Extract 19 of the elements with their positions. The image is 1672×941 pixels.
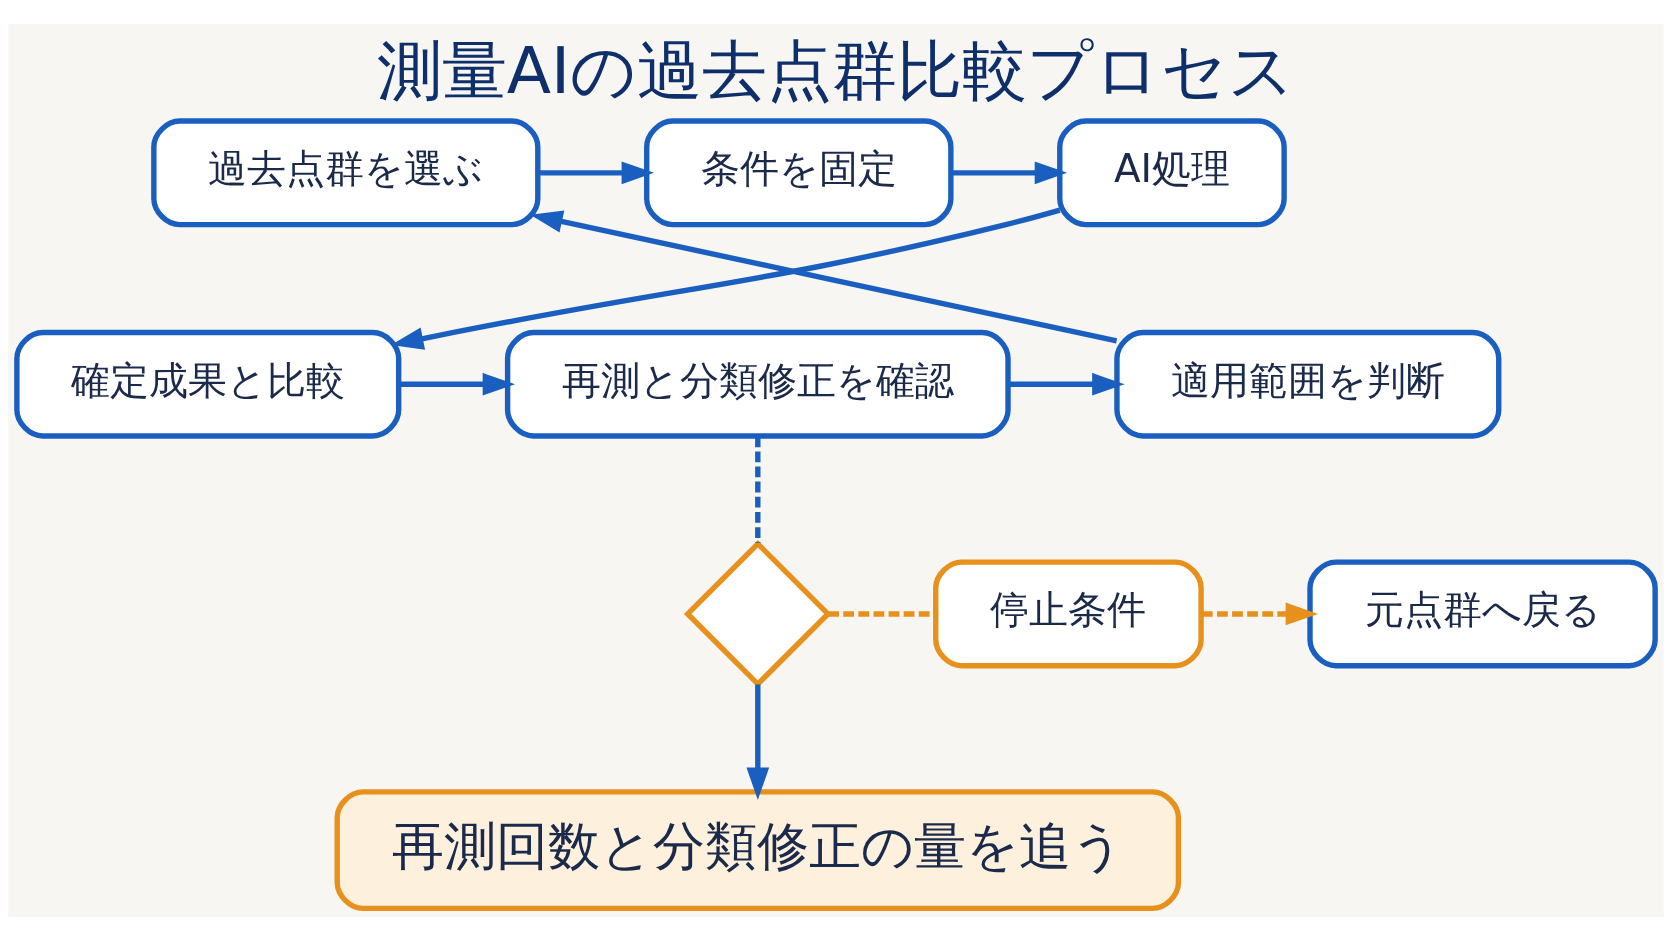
node-box: 再測と分類修正を確認 bbox=[504, 329, 1011, 439]
node-box: 適用範囲を判断 bbox=[1114, 329, 1502, 439]
node-box: 停止条件 bbox=[933, 559, 1204, 669]
arrow bbox=[530, 210, 1118, 344]
node-box: 再測回数と分類修正の量を追う bbox=[334, 789, 1182, 912]
node-box: AI処理 bbox=[1057, 118, 1287, 228]
arrow bbox=[399, 372, 516, 396]
connector bbox=[828, 611, 936, 617]
arrow bbox=[537, 161, 654, 185]
arrow bbox=[1201, 602, 1319, 626]
node-box: 条件を固定 bbox=[644, 118, 954, 228]
diagram-title: 測量AIの過去点群比較プロセス bbox=[376, 33, 1296, 109]
arrow bbox=[951, 161, 1068, 185]
node-box: 確定成果と比較 bbox=[14, 329, 402, 439]
node-box: 元点群へ戻る bbox=[1307, 559, 1658, 669]
arrow bbox=[746, 684, 770, 800]
connector bbox=[755, 436, 761, 544]
node-box: 過去点群を選ぶ bbox=[151, 118, 541, 228]
arrow bbox=[1008, 372, 1125, 396]
